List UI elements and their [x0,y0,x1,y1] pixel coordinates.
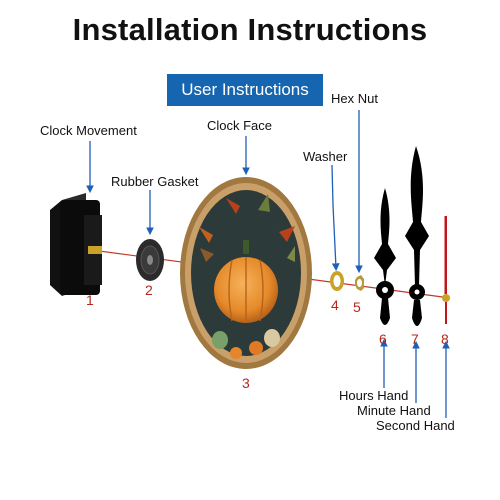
clock-movement-part [50,193,102,296]
label-second-hand: Second Hand [376,418,455,433]
number-5: 5 [353,299,361,315]
label-hex-nut: Hex Nut [331,91,378,106]
number-1: 1 [86,292,94,308]
label-rubber-gasket: Rubber Gasket [111,174,198,189]
hours-hand-part [374,188,396,325]
number-7: 7 [411,331,419,347]
label-hours-hand: Hours Hand [339,388,408,403]
label-clock-face: Clock Face [207,118,272,133]
minute-hand-part [405,146,429,326]
hex-nut-part [355,275,364,291]
clock-face-part [180,177,312,369]
rubber-gasket-part [136,239,164,281]
label-minute-hand: Minute Hand [357,403,431,418]
number-6: 6 [379,331,387,347]
washer-part [330,271,344,291]
number-3: 3 [242,375,250,391]
number-2: 2 [145,282,153,298]
number-8: 8 [441,331,449,347]
number-4: 4 [331,297,339,313]
label-washer: Washer [303,149,347,164]
label-clock-movement: Clock Movement [40,123,137,138]
pointer-washer [332,165,336,268]
second-hand-part [442,216,450,324]
